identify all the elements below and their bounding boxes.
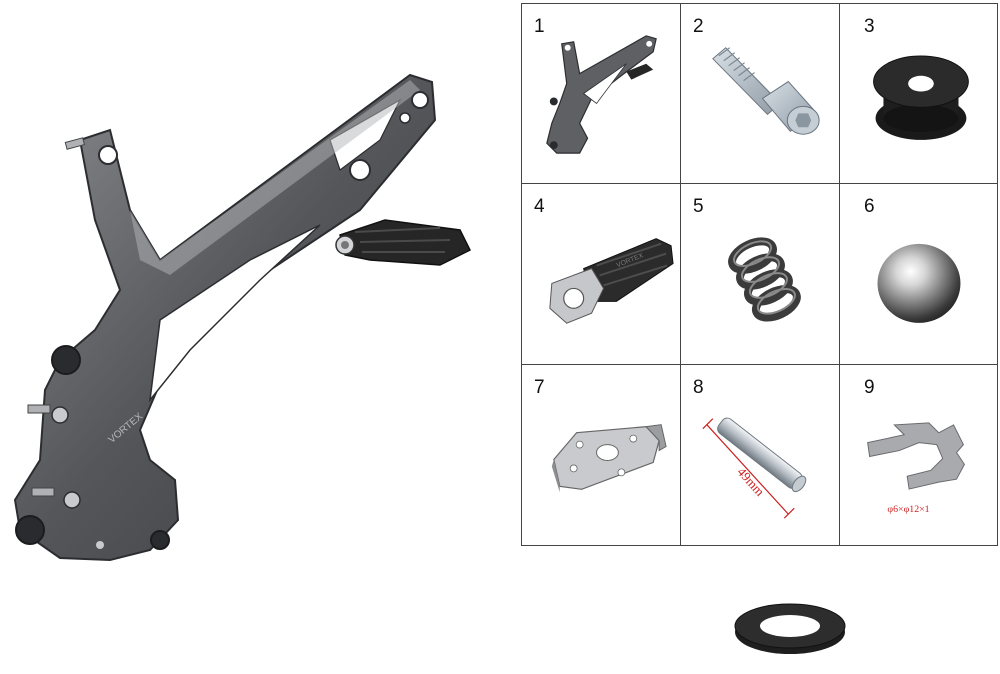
detent-plate-icon xyxy=(551,424,667,493)
part-number: 1 xyxy=(534,16,545,37)
part-number: 3 xyxy=(864,16,875,37)
part-number: 9 xyxy=(864,377,875,398)
part-cell-7: 7 xyxy=(522,365,681,545)
e-clip-size-label: φ6×φ12×1 xyxy=(887,504,929,515)
part-cell-8: 8 49mm xyxy=(681,365,840,545)
part-number: 4 xyxy=(534,196,545,217)
part-cell-4: 4 VORTEX xyxy=(522,184,681,365)
parts-grid: 1 2 xyxy=(521,3,998,546)
part-cell-6: 6 xyxy=(840,184,997,365)
part-cell-9: 9 φ6×φ12×1 xyxy=(840,365,997,545)
part-number: 6 xyxy=(864,196,875,217)
part-cell-2: 2 xyxy=(681,4,840,184)
foot-peg-icon: VORTEX xyxy=(549,238,674,324)
part-number: 2 xyxy=(693,16,704,37)
hex-socket-bolt-icon xyxy=(712,47,820,135)
pivot-pin-icon: 49mm xyxy=(702,417,807,519)
part-cell-1: 1 xyxy=(522,4,681,184)
e-clip-icon: φ6×φ12×1 xyxy=(867,422,965,515)
part-number: 8 xyxy=(693,377,704,398)
pin-length-label: 49mm xyxy=(734,464,767,499)
rubber-grommet-icon xyxy=(873,55,969,140)
steel-ball-icon xyxy=(877,243,961,323)
flat-washer-icon xyxy=(734,603,846,654)
part-cell-3: 3 xyxy=(840,4,997,184)
part-cell-5: 5 xyxy=(681,184,840,365)
assembled-footpeg-bracket-icon: VORTEX xyxy=(13,73,472,562)
footpeg-bracket-icon xyxy=(546,35,657,154)
coil-spring-icon xyxy=(728,237,801,322)
part-number: 7 xyxy=(534,377,545,398)
part-number: 5 xyxy=(693,196,704,217)
